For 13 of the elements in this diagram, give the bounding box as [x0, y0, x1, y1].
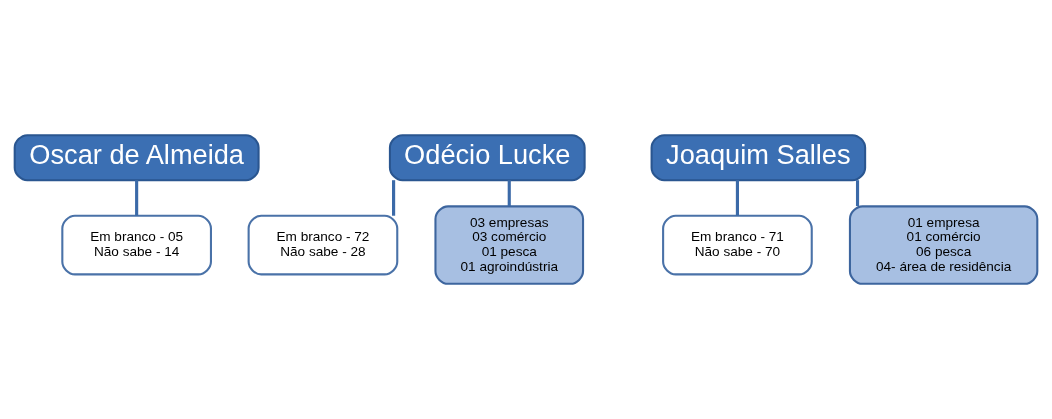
- node-box: Em branco - 72 Não sabe - 28: [247, 214, 399, 276]
- node-box: 03 empresas 03 comércio 01 pesca 01 agroindústria: [434, 205, 585, 285]
- node-box: Odécio Lucke: [388, 134, 586, 182]
- connector: [507, 180, 511, 207]
- connector: [735, 180, 739, 216]
- connector: [135, 180, 139, 216]
- connector: [392, 180, 396, 216]
- node-box: Joaquim Salles: [650, 134, 867, 182]
- node-box: Em branco - 05 Não sabe - 14: [61, 214, 212, 276]
- connector: [855, 180, 860, 207]
- node-box: Oscar de Almeida: [13, 134, 260, 182]
- node-box: 01 empresa 01 comércio 06 pesca 04- área de residência: [848, 205, 1039, 285]
- node-box: Em branco - 71 Não sabe - 70: [662, 214, 813, 276]
